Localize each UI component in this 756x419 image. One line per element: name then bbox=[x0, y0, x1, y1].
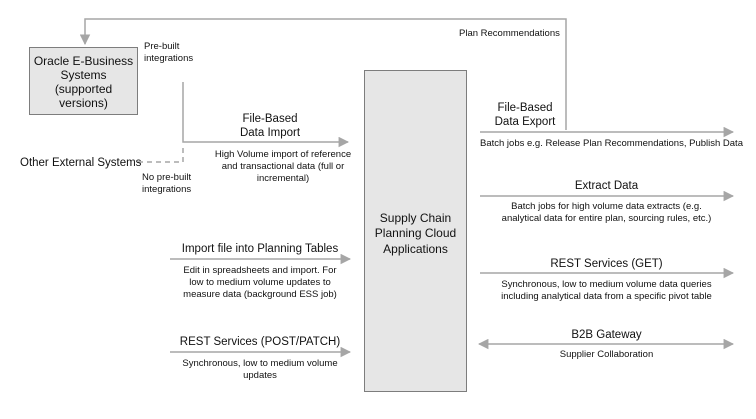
file-import-title: File-Based Data Import bbox=[239, 113, 301, 140]
extract-data-description: Batch jobs for high volume data extracts… bbox=[501, 201, 712, 224]
supply-chain-planning-box: Supply Chain Planning Cloud Applications bbox=[364, 70, 467, 392]
supply-chain-planning-label: Supply Chain Planning Cloud Applications bbox=[374, 211, 457, 256]
rest-get-description: Synchronous, low to medium volume data q… bbox=[501, 279, 712, 302]
file-export-description: Batch jobs e.g. Release Plan Recommendat… bbox=[480, 138, 743, 149]
import-file-description: Edit in spreadsheets and import. For low… bbox=[183, 265, 337, 300]
import-file-title: Import file into Planning Tables bbox=[181, 243, 339, 255]
rest-post-description: Synchronous, low to medium volume update… bbox=[182, 358, 338, 381]
b2b-gateway-description: Supplier Collaboration bbox=[559, 349, 654, 360]
b2b-gateway-title: B2B Gateway bbox=[571, 329, 642, 341]
no-prebuilt-dashed-line bbox=[138, 144, 184, 163]
oracle-ebusiness-box: Oracle E-Business Systems (supported ver… bbox=[29, 47, 138, 115]
rest-post-title: REST Services (POST/PATCH) bbox=[179, 336, 341, 348]
plan-recommendations-arrow bbox=[79, 18, 567, 130]
no-prebuilt-integrations-label: No pre-built integrations bbox=[142, 172, 192, 195]
oracle-ebusiness-label: Oracle E-Business Systems (supported ver… bbox=[33, 54, 134, 111]
prebuilt-import-arrow bbox=[182, 82, 350, 148]
extract-data-title: Extract Data bbox=[574, 180, 639, 192]
other-external-systems-label: Other External Systems bbox=[20, 157, 142, 169]
prebuilt-integrations-label: Pre-built integrations bbox=[144, 41, 194, 64]
rest-get-title: REST Services (GET) bbox=[550, 258, 663, 270]
file-import-description: High Volume import of reference and tran… bbox=[214, 149, 352, 184]
file-export-title: File-Based Data Export bbox=[494, 102, 556, 129]
plan-recommendations-label: Plan Recommendations bbox=[459, 28, 560, 39]
